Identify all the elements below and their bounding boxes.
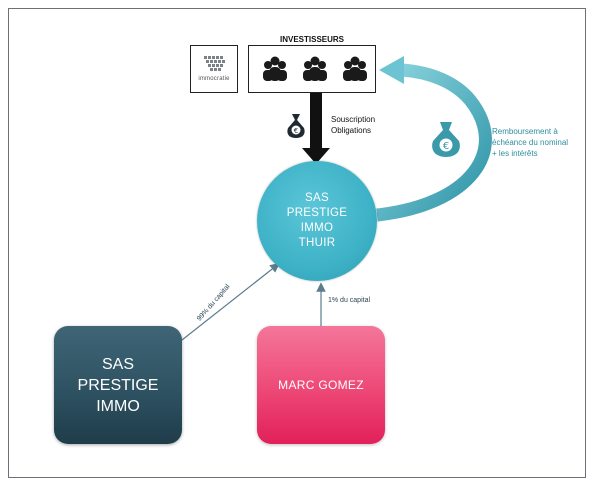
diagram-frame bbox=[8, 8, 586, 478]
left-entity-label: SAS PRESTIGE IMMO bbox=[77, 355, 159, 415]
right-entity-label: MARC GOMEZ bbox=[278, 378, 364, 392]
investors-box bbox=[248, 45, 376, 93]
logo-mark bbox=[204, 56, 225, 71]
investors-label: INVESTISSEURS bbox=[279, 35, 344, 44]
repayment-label: Remboursement à échéance du nominal + le… bbox=[492, 127, 569, 158]
logo-brand-text: immocratie bbox=[198, 76, 230, 82]
center-entity-label: SAS PRESTIGE IMMO THUIR bbox=[286, 192, 348, 249]
people-group-icon bbox=[263, 56, 367, 81]
euro-money-bag-icon: € bbox=[287, 114, 305, 138]
entity-sas-prestige-immo-thuir: SAS PRESTIGE IMMO THUIR bbox=[257, 161, 377, 281]
immocratie-logo: immocratie bbox=[190, 45, 238, 93]
right-share-label: 1% du capital bbox=[328, 297, 371, 304]
repayment-arrow bbox=[376, 56, 492, 222]
subscription-label: Souscription Obligations bbox=[331, 115, 376, 135]
subscription-arrow bbox=[302, 93, 330, 164]
entity-marc-gomez: MARC GOMEZ bbox=[257, 326, 385, 444]
svg-text:€: € bbox=[294, 127, 298, 135]
euro-money-bag-icon: € bbox=[432, 122, 460, 157]
entity-sas-prestige-immo: SAS PRESTIGE IMMO bbox=[54, 326, 182, 444]
left-ownership-line bbox=[181, 263, 280, 341]
svg-text:€: € bbox=[443, 141, 449, 152]
